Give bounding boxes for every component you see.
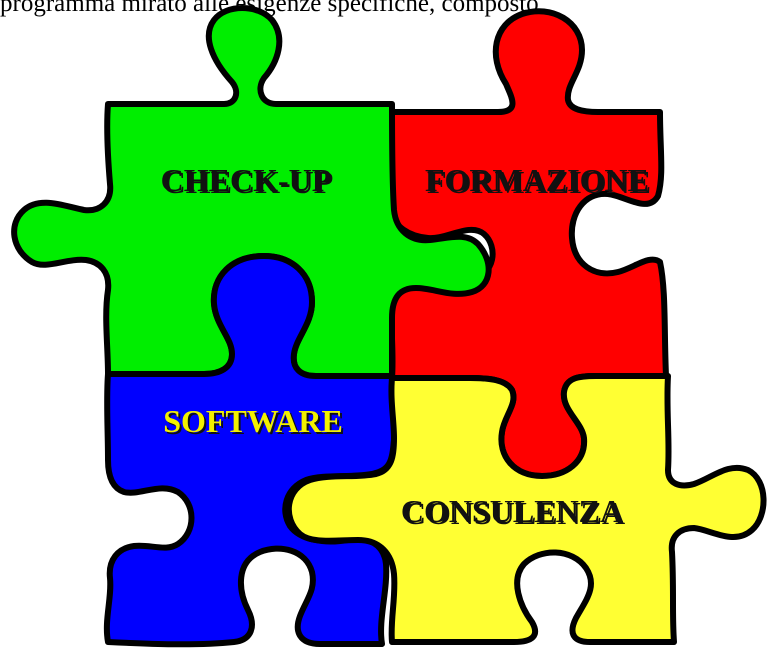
label-checkup-text: CHECK-UP [161, 162, 332, 198]
label-checkup: CHECK-UP CHECK-UP [161, 162, 334, 200]
label-formazione-shadow: FORMAZIONE [427, 164, 651, 200]
puzzle-piece-consulenza [285, 373, 767, 645]
label-software-text: SOFTWARE [163, 403, 343, 439]
label-software-shadow: SOFTWARE [165, 405, 345, 441]
puzzle-piece-software-shape [103, 253, 398, 648]
label-consulenza-shadow: CONSULENZA [403, 495, 625, 531]
label-consulenza-text: CONSULENZA [401, 493, 623, 529]
label-formazione-text: FORMAZIONE [425, 162, 649, 198]
label-software: SOFTWARE SOFTWARE [163, 403, 345, 441]
label-checkup-shadow: CHECK-UP [163, 164, 334, 200]
puzzle-piece-software [103, 253, 398, 648]
cropped-header-text: programma mirato alle esigenze specifich… [0, 0, 539, 17]
puzzle-piece-consulenza-shape [285, 373, 767, 645]
label-consulenza: CONSULENZA CONSULENZA [401, 493, 625, 531]
label-formazione: FORMAZIONE FORMAZIONE [425, 162, 651, 200]
